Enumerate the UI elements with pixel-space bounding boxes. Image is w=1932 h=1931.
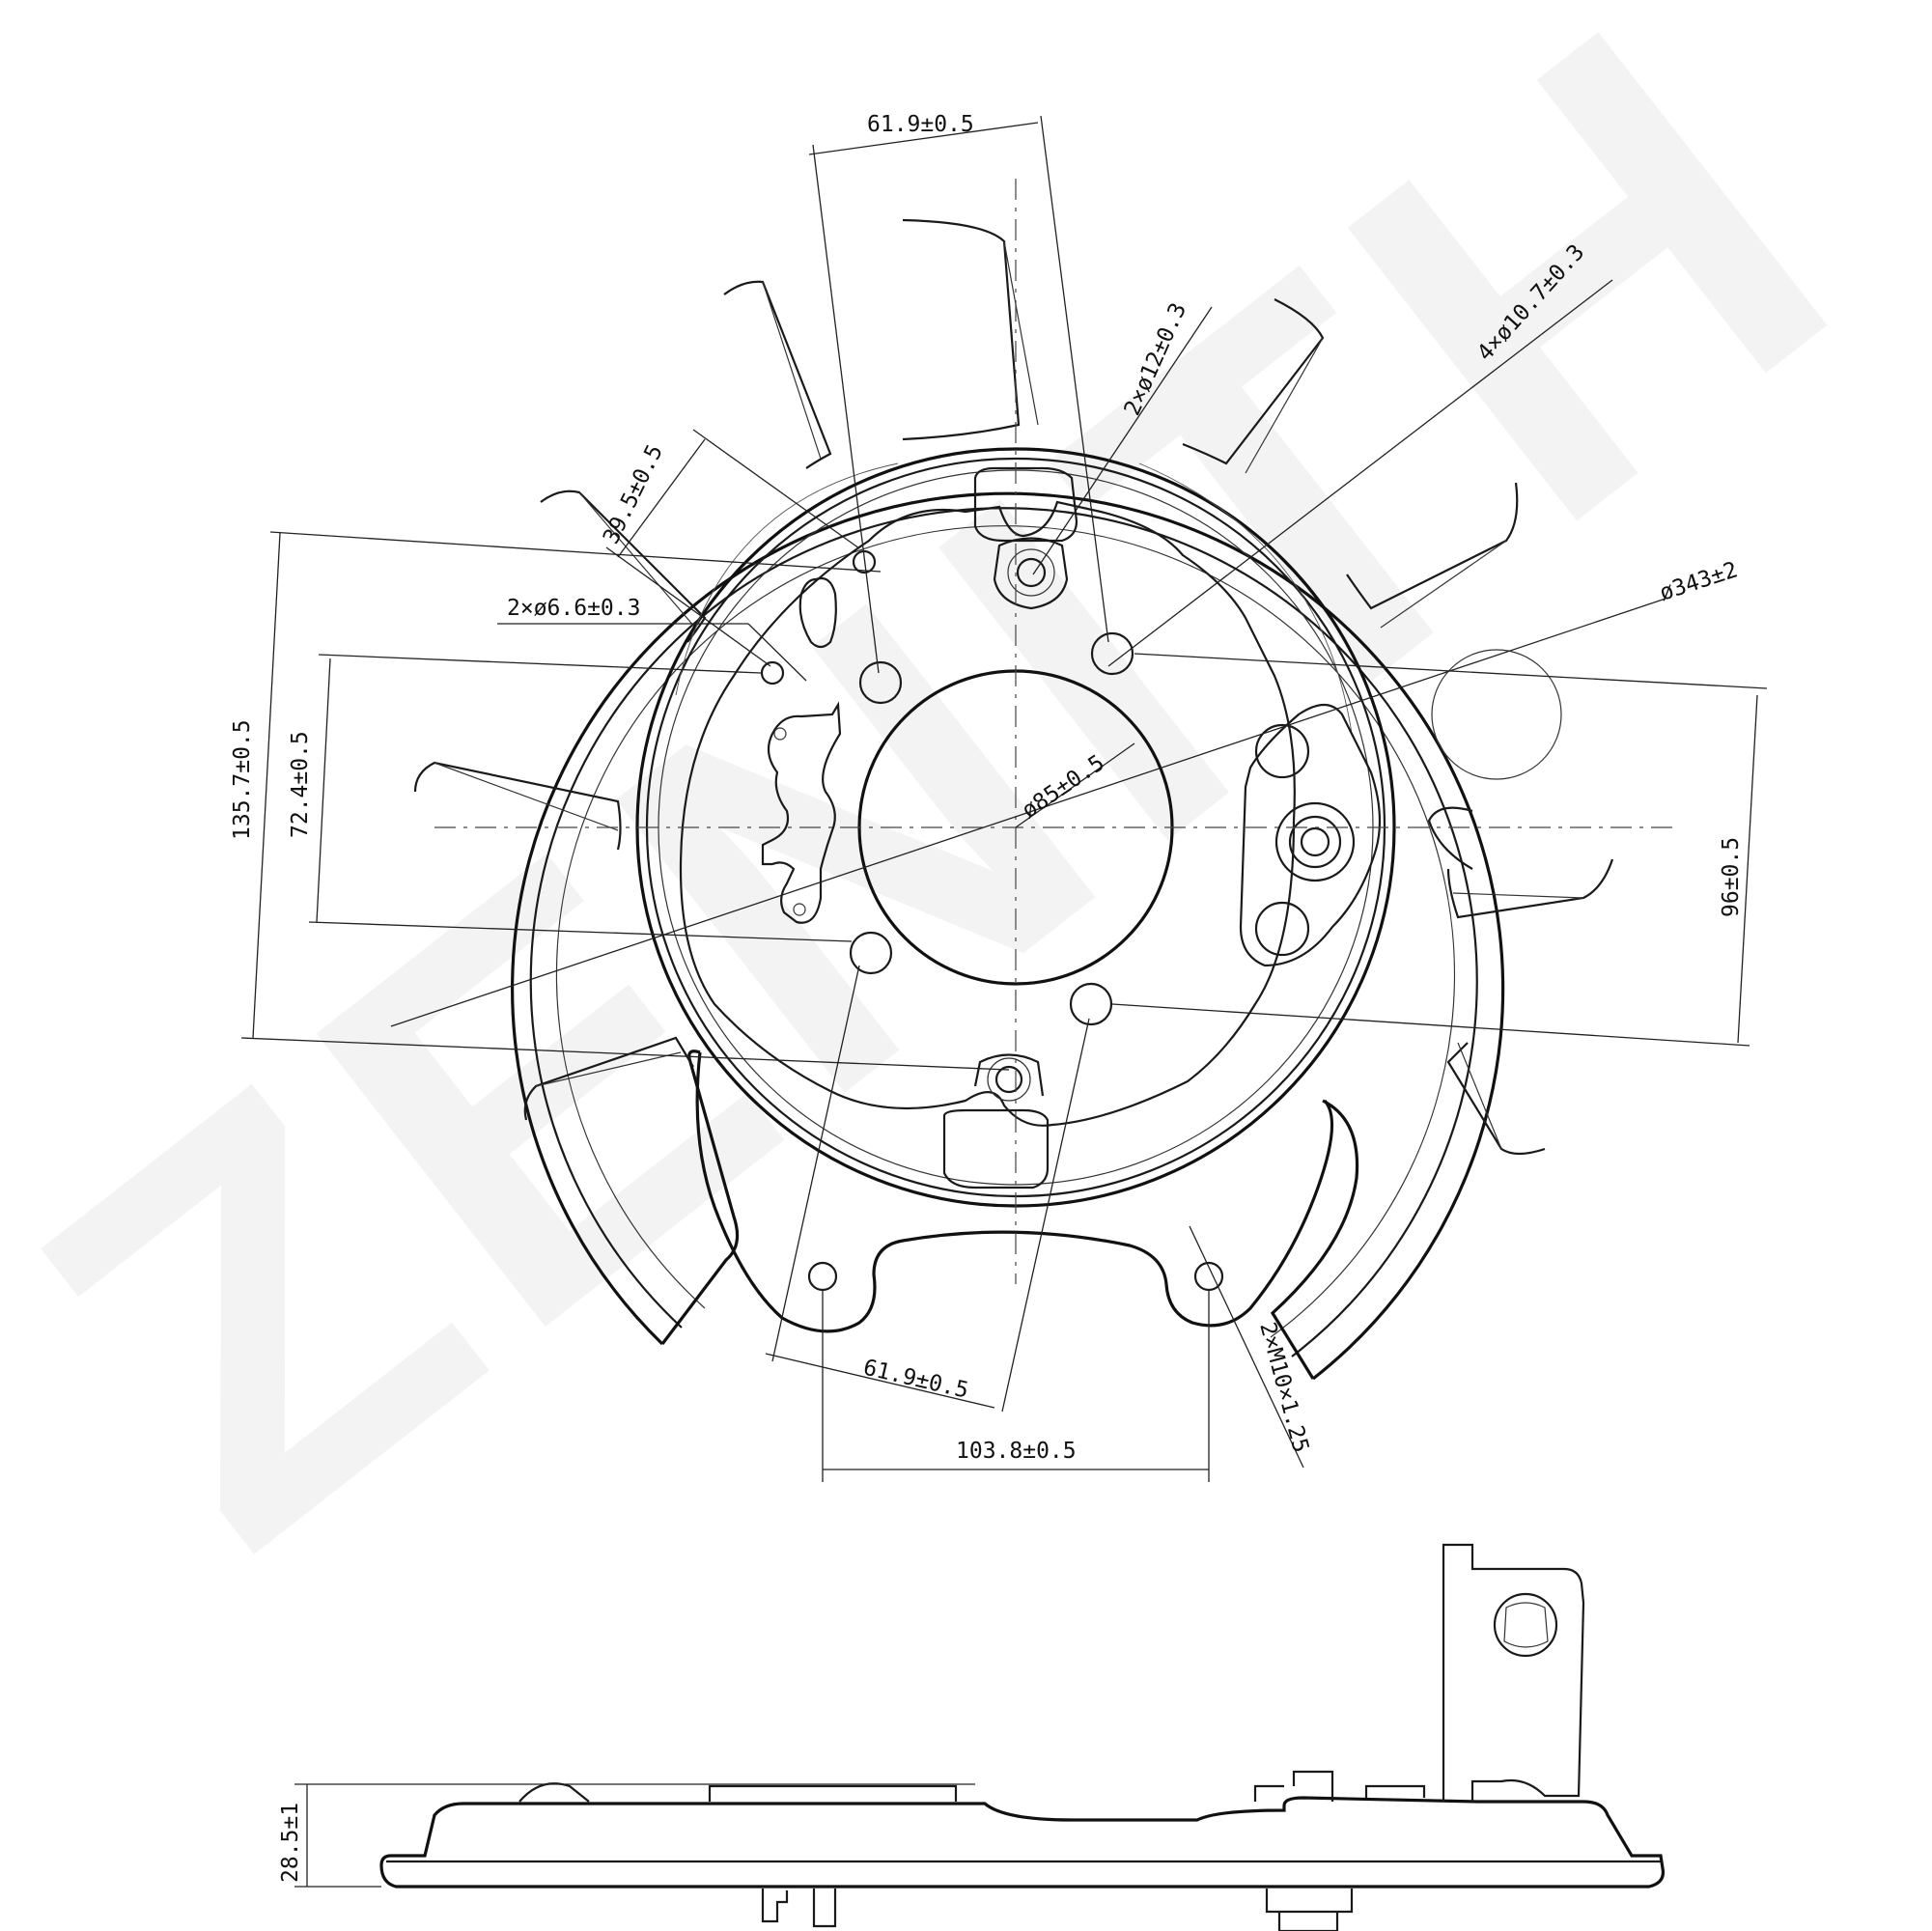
dim-bottom-61-9: 61.9±0.5: [861, 1356, 971, 1404]
dim-height-72-4: 72.4±0.5: [288, 731, 313, 838]
dim-depth-28-5: 28.5±1: [278, 1803, 303, 1883]
side-profile: [379, 1796, 1666, 1889]
dim-hole-6-6: 2×ø6.6±0.3: [507, 596, 640, 621]
side-bracket: [1442, 1543, 1585, 1802]
dim-height-135-7: 135.7±0.5: [230, 719, 255, 840]
cable-boss: [1239, 703, 1382, 967]
bolt-holes-10-7: [849, 631, 1134, 1026]
dim-top-61-9: 61.9±0.5: [867, 112, 974, 137]
slot: [798, 576, 837, 649]
front-view: 61.9±0.5 2×ø12±0.3 4×ø10.7±0.3 39.5±0.5 …: [230, 112, 1768, 1482]
dim-thread-m10: 2×M10×1.25: [1254, 1320, 1313, 1455]
outer-shield-outline: [511, 491, 1505, 1381]
inner-dish-contour: [679, 500, 1296, 1127]
dim-height-96: 96±0.5: [1719, 837, 1744, 917]
dim-offset-39-5: 39.5±0.5: [599, 441, 668, 548]
side-view: 28.5±1: [278, 1543, 1666, 1931]
dim-mount-103-8: 103.8±0.5: [956, 1439, 1077, 1464]
mount-hole-left: [807, 1261, 838, 1292]
holes-12: [760, 537, 1069, 1102]
mounting-ear: [695, 1051, 1334, 1333]
parking-bracket: [761, 701, 842, 924]
radial-ribs: [413, 218, 1614, 1156]
dimensions: 61.9±0.5 2×ø12±0.3 4×ø10.7±0.3 39.5±0.5 …: [230, 112, 1768, 1482]
